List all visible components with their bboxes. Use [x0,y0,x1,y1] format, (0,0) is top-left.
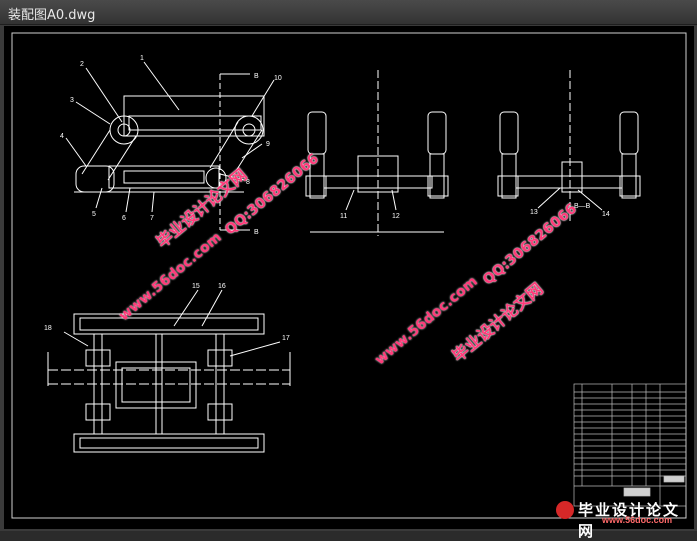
leader-6 [125,187,131,213]
leader-12 [391,189,397,211]
leader-5 [95,187,103,209]
section-view [497,70,641,222]
left-bearing-lower [85,403,111,421]
right-foot-pulley [205,167,227,189]
title-block-frame [573,383,687,507]
bottom-plate-inner [79,437,259,449]
right-arm-outer [233,129,263,175]
leader-15 [173,289,199,327]
leader-9 [241,143,263,159]
leader-10 [251,79,275,117]
side-left-wheel [305,175,327,197]
cylinder-inner [123,170,205,184]
title-block-label [623,487,651,497]
top-plate-inner [79,317,259,331]
top-view-cylinder-inner [121,367,191,403]
left-arm-outer [81,129,111,175]
side-center-block [357,155,399,193]
side-view [305,70,449,236]
left-upper-pin [117,123,131,137]
leader-16 [201,289,223,327]
side-right-wheel [427,175,449,197]
leader-1 [143,61,180,111]
leader-14 [577,189,603,211]
front-view [65,61,275,231]
drawing-canvas[interactable]: 1 2 3 4 5 6 7 8 9 10 11 12 13 14 15 16 1… [4,26,694,540]
top-view-cylinder [115,361,197,409]
cylinder-body [108,165,220,189]
footer-brand: 毕业设计论文网 www.56doc.com [556,499,686,540]
side-right-upright-top [427,111,447,155]
section-crossbar [515,175,623,189]
section-left-wheel [497,175,519,197]
leader-8 [219,173,245,181]
leader-4 [65,137,87,167]
right-arm-inner [209,121,239,169]
title-bar[interactable]: 装配图A0.dwg [0,0,697,25]
drawing-svg [11,32,687,519]
left-bearing-upper [85,349,111,367]
right-upper-pulley [234,115,264,145]
section-center-block [561,161,583,193]
leader-3 [75,101,111,125]
left-arm-inner [107,135,137,181]
leader-11 [345,189,355,211]
window-title: 装配图A0.dwg [8,8,96,23]
right-bearing-upper [207,349,233,367]
drawing-border [11,32,687,519]
title-block [573,383,687,507]
bottom-plate [73,433,265,453]
top-view [47,289,291,453]
right-bearing-lower [207,403,233,421]
leader-17 [229,341,281,357]
side-left-upright-top [307,111,327,155]
leader-7 [151,191,155,213]
section-right-upright-top [619,111,639,155]
side-crossbar [323,175,433,189]
footer-brand-url: www.56doc.com [602,515,673,525]
right-upper-pin [242,123,256,137]
leader-2 [85,67,123,123]
section-left-upright-top [499,111,519,155]
footer-logo-icon [556,501,574,519]
leader-18 [63,331,89,347]
section-right-wheel [619,175,641,197]
top-plate [73,313,265,335]
leader-13 [537,187,561,209]
